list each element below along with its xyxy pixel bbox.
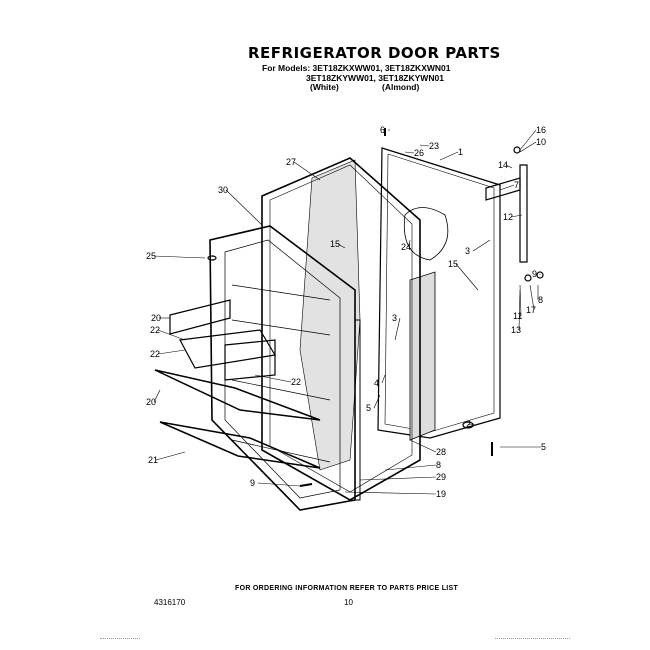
- callout-leader: [337, 243, 346, 249]
- callout-number: 22: [291, 377, 301, 387]
- callout-leader: [519, 141, 537, 153]
- models-prefix: For Models:: [262, 63, 311, 73]
- callout-number: 10: [536, 137, 546, 147]
- callout-number: 17: [526, 305, 536, 315]
- fine-print-right: [495, 630, 570, 639]
- ordering-note: FOR ORDERING INFORMATION REFER TO PARTS …: [235, 585, 459, 592]
- callout-number: 19: [436, 489, 446, 499]
- callout-leader: [293, 161, 321, 181]
- callout-number: 5: [541, 442, 546, 452]
- callout-number: 8: [436, 460, 441, 470]
- callout-leader: [373, 394, 381, 409]
- callout-leader: [510, 214, 523, 218]
- callout-leader: [518, 289, 521, 331]
- callout-number: 16: [536, 125, 546, 135]
- callout-number: 26: [414, 148, 424, 158]
- document-number: 4316170: [154, 598, 186, 607]
- callout-leader: [384, 464, 437, 471]
- callout-number: 5: [366, 403, 371, 413]
- color-almond: (Almond): [382, 82, 420, 92]
- callout-leader: [439, 151, 459, 161]
- callout-leader: [505, 164, 513, 169]
- callout-number: 9: [250, 478, 255, 488]
- callout-number: 23: [429, 141, 439, 151]
- door-insulation: [299, 159, 436, 471]
- callout-number: 6: [380, 125, 385, 135]
- page-title: REFRIGERATOR DOOR PARTS: [248, 44, 501, 62]
- callout-leader: [472, 239, 491, 252]
- callout-leader: [153, 255, 206, 259]
- callout-leader: [153, 389, 161, 403]
- model-list: For Models: 3ET18ZKXWW01, 3ET18ZKXWN01 3…: [262, 63, 450, 83]
- callout-number: 22: [150, 349, 160, 359]
- callout-number: 28: [436, 447, 446, 457]
- callout-leader: [381, 374, 386, 384]
- callout-leader: [404, 151, 415, 154]
- callout-number: 25: [146, 251, 156, 261]
- callout-number: 9: [532, 269, 537, 279]
- callout-leader: [157, 329, 186, 341]
- callout-leader: [409, 439, 437, 453]
- callout-number: 20: [146, 397, 156, 407]
- callout-leader: [254, 374, 292, 383]
- callout-number: 30: [218, 185, 228, 195]
- callout-number: 20: [151, 313, 161, 323]
- callout-leader: [344, 491, 437, 495]
- callout-leader: [225, 189, 263, 226]
- screws: [207, 128, 493, 487]
- callout-leader: [455, 263, 479, 291]
- page-number: 10: [344, 598, 353, 607]
- callout-leader: [408, 239, 411, 248]
- callout-number: 29: [436, 472, 446, 482]
- callout-number: 13: [511, 325, 521, 335]
- callout-number: 24: [401, 242, 411, 252]
- callout-leader: [499, 184, 515, 191]
- door-shelves: [154, 299, 321, 469]
- callout-leader: [394, 317, 401, 341]
- callout-number: 27: [286, 157, 296, 167]
- callout-number: 4: [374, 378, 379, 388]
- callout-leader: [467, 423, 475, 426]
- callout-number: 3: [392, 313, 397, 323]
- callout-number: 2: [466, 419, 471, 429]
- callout-number: 7: [514, 180, 519, 190]
- callout-number: 15: [448, 259, 458, 269]
- callout-number: 8: [538, 295, 543, 305]
- callout-number: 14: [498, 160, 508, 170]
- callout-number: 1: [458, 147, 463, 157]
- callout-leader: [529, 284, 535, 311]
- callout-number: 22: [150, 325, 160, 335]
- outer-door-panel: [377, 147, 501, 439]
- models-line-2: 3ET18ZKYWW01, 3ET18ZKYWN01: [306, 73, 444, 83]
- callout-leader: [157, 349, 186, 355]
- callout-leader: [257, 482, 301, 487]
- callout-number: 3: [465, 246, 470, 256]
- callout-leader: [359, 476, 437, 481]
- callout-number: 21: [148, 455, 158, 465]
- door-hinge: [485, 146, 544, 282]
- callout-number: 12: [503, 212, 513, 222]
- color-white: (White): [310, 82, 339, 92]
- models-line-1: 3ET18ZKXWW01, 3ET18ZKXWN01: [312, 63, 451, 73]
- door-trim-strip: [354, 319, 361, 501]
- callout-number: 11: [513, 311, 522, 321]
- callout-leader: [419, 144, 430, 147]
- callout-number: 15: [330, 239, 340, 249]
- callout-leader: [155, 451, 186, 461]
- callout-leader: [519, 129, 537, 151]
- fine-print-left: [100, 630, 140, 639]
